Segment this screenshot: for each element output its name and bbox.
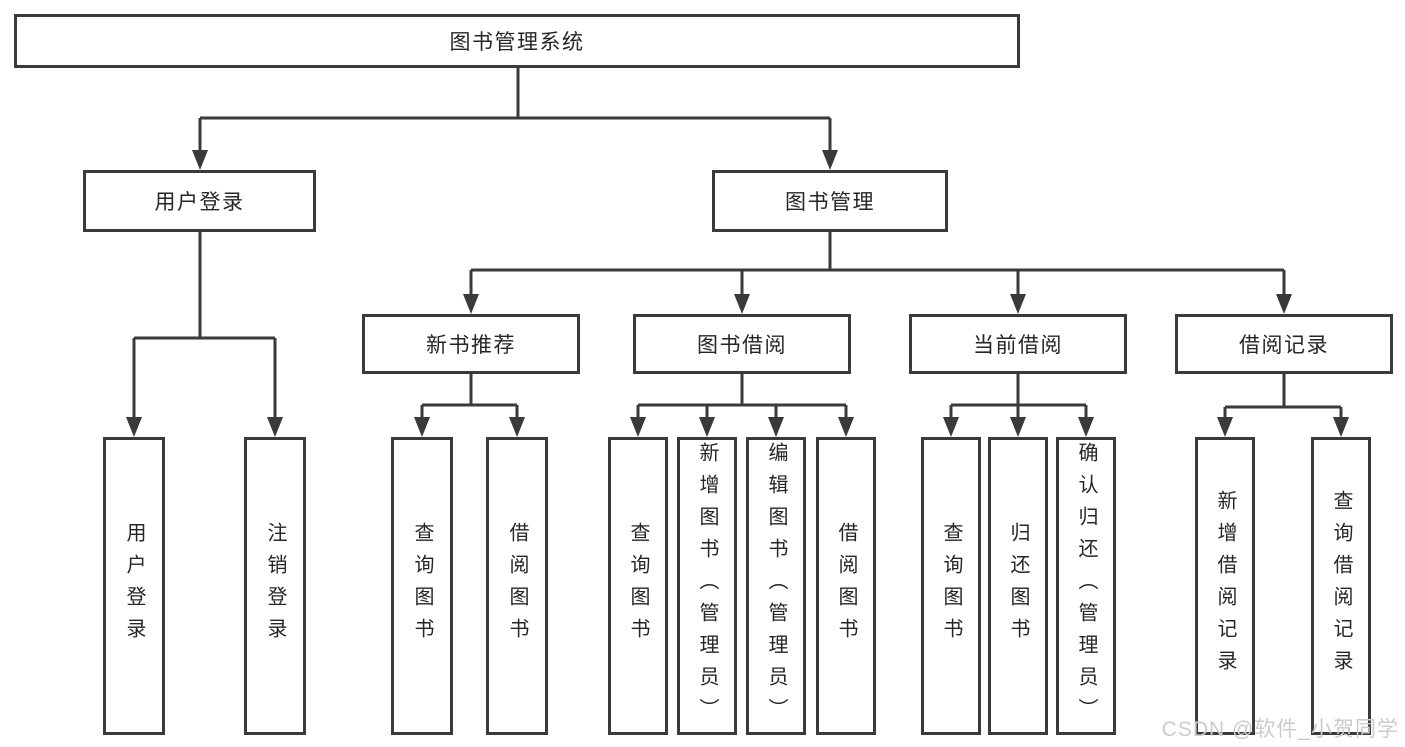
node-current-borrowing-label: 当前借阅 (973, 334, 1063, 357)
arrow-down-icon (267, 417, 283, 437)
arrow-down-icon (126, 417, 142, 437)
arrow-down-icon (1010, 417, 1026, 437)
node-book-management: 图书管理 (712, 170, 948, 232)
arrow-down-icon (768, 417, 784, 437)
node-new-book-recommend-label: 新书推荐 (426, 334, 516, 357)
node-user-login-label: 用户登录 (154, 191, 245, 214)
leaf-user-login-label: 用户登录 (123, 522, 145, 650)
leaf-query-borrow-record: 查询借阅记录 (1311, 437, 1371, 735)
arrow-down-icon (1078, 417, 1094, 437)
arrow-down-icon (1010, 294, 1026, 314)
watermark: CSDN @软件_小贺同学 (1161, 718, 1399, 741)
leaf-confirm-return-admin-label: 确认归还（管理员） (1075, 442, 1097, 730)
arrow-down-icon (509, 417, 525, 437)
connector-root-to-level2 (198, 68, 832, 154)
connector-book-borrow-children (636, 374, 848, 421)
leaf-add-book-admin-label: 新增图书（管理员） (696, 442, 718, 730)
leaf-query-books-3: 查询图书 (921, 437, 981, 735)
leaf-add-borrow-record: 新增借阅记录 (1195, 437, 1255, 735)
leaf-user-login: 用户登录 (103, 437, 165, 735)
leaf-query-books-3-label: 查询图书 (940, 522, 962, 650)
arrow-down-icon (1276, 294, 1292, 314)
leaf-query-borrow-record-label: 查询借阅记录 (1330, 490, 1352, 682)
arrow-down-icon (734, 294, 750, 314)
node-borrowing-records-label: 借阅记录 (1239, 334, 1329, 357)
arrow-down-icon (838, 417, 854, 437)
arrow-down-icon (1217, 417, 1233, 437)
connector-current-borrow-children (949, 374, 1088, 421)
arrow-down-icon (699, 417, 715, 437)
arrow-down-icon (1333, 417, 1349, 437)
arrow-down-icon (414, 417, 430, 437)
leaf-return-book-label: 归还图书 (1007, 522, 1029, 650)
node-book-borrowing: 图书借阅 (633, 314, 851, 374)
connector-user-login-children (132, 232, 277, 421)
leaf-borrow-books-2: 借阅图书 (816, 437, 876, 735)
leaf-add-borrow-record-label: 新增借阅记录 (1214, 490, 1236, 682)
leaf-return-book: 归还图书 (988, 437, 1048, 735)
node-current-borrowing: 当前借阅 (909, 314, 1127, 374)
leaf-edit-book-admin: 编辑图书（管理员） (746, 437, 806, 735)
leaf-query-books-1-label: 查询图书 (411, 522, 433, 650)
leaf-add-book-admin: 新增图书（管理员） (677, 437, 737, 735)
leaf-borrow-books-1-label: 借阅图书 (506, 522, 528, 650)
leaf-query-books-2-label: 查询图书 (627, 522, 649, 650)
leaf-query-books-2: 查询图书 (608, 437, 668, 735)
connector-book-mgmt-children (469, 232, 1286, 298)
node-book-borrowing-label: 图书借阅 (697, 334, 787, 357)
leaf-confirm-return-admin: 确认归还（管理员） (1056, 437, 1116, 735)
arrow-down-icon (822, 150, 838, 170)
node-borrowing-records: 借阅记录 (1175, 314, 1393, 374)
connector-records-children (1223, 374, 1343, 421)
node-library-system-label: 图书管理系统 (449, 31, 585, 54)
node-user-login: 用户登录 (83, 170, 316, 232)
arrow-down-icon (943, 417, 959, 437)
arrow-down-icon (630, 417, 646, 437)
leaf-borrow-books-1: 借阅图书 (486, 437, 548, 735)
leaf-borrow-books-2-label: 借阅图书 (835, 522, 857, 650)
node-library-system: 图书管理系统 (14, 14, 1020, 68)
connector-new-book-children (420, 374, 519, 421)
leaf-query-books-1: 查询图书 (391, 437, 453, 735)
arrowheads (126, 150, 1349, 437)
leaf-edit-book-admin-label: 编辑图书（管理员） (765, 442, 787, 730)
node-book-management-label: 图书管理 (785, 191, 875, 214)
arrow-down-icon (463, 294, 479, 314)
leaf-logout-label: 注销登录 (264, 522, 286, 650)
node-new-book-recommend: 新书推荐 (362, 314, 580, 374)
leaf-logout: 注销登录 (244, 437, 306, 735)
arrow-down-icon (192, 150, 208, 170)
